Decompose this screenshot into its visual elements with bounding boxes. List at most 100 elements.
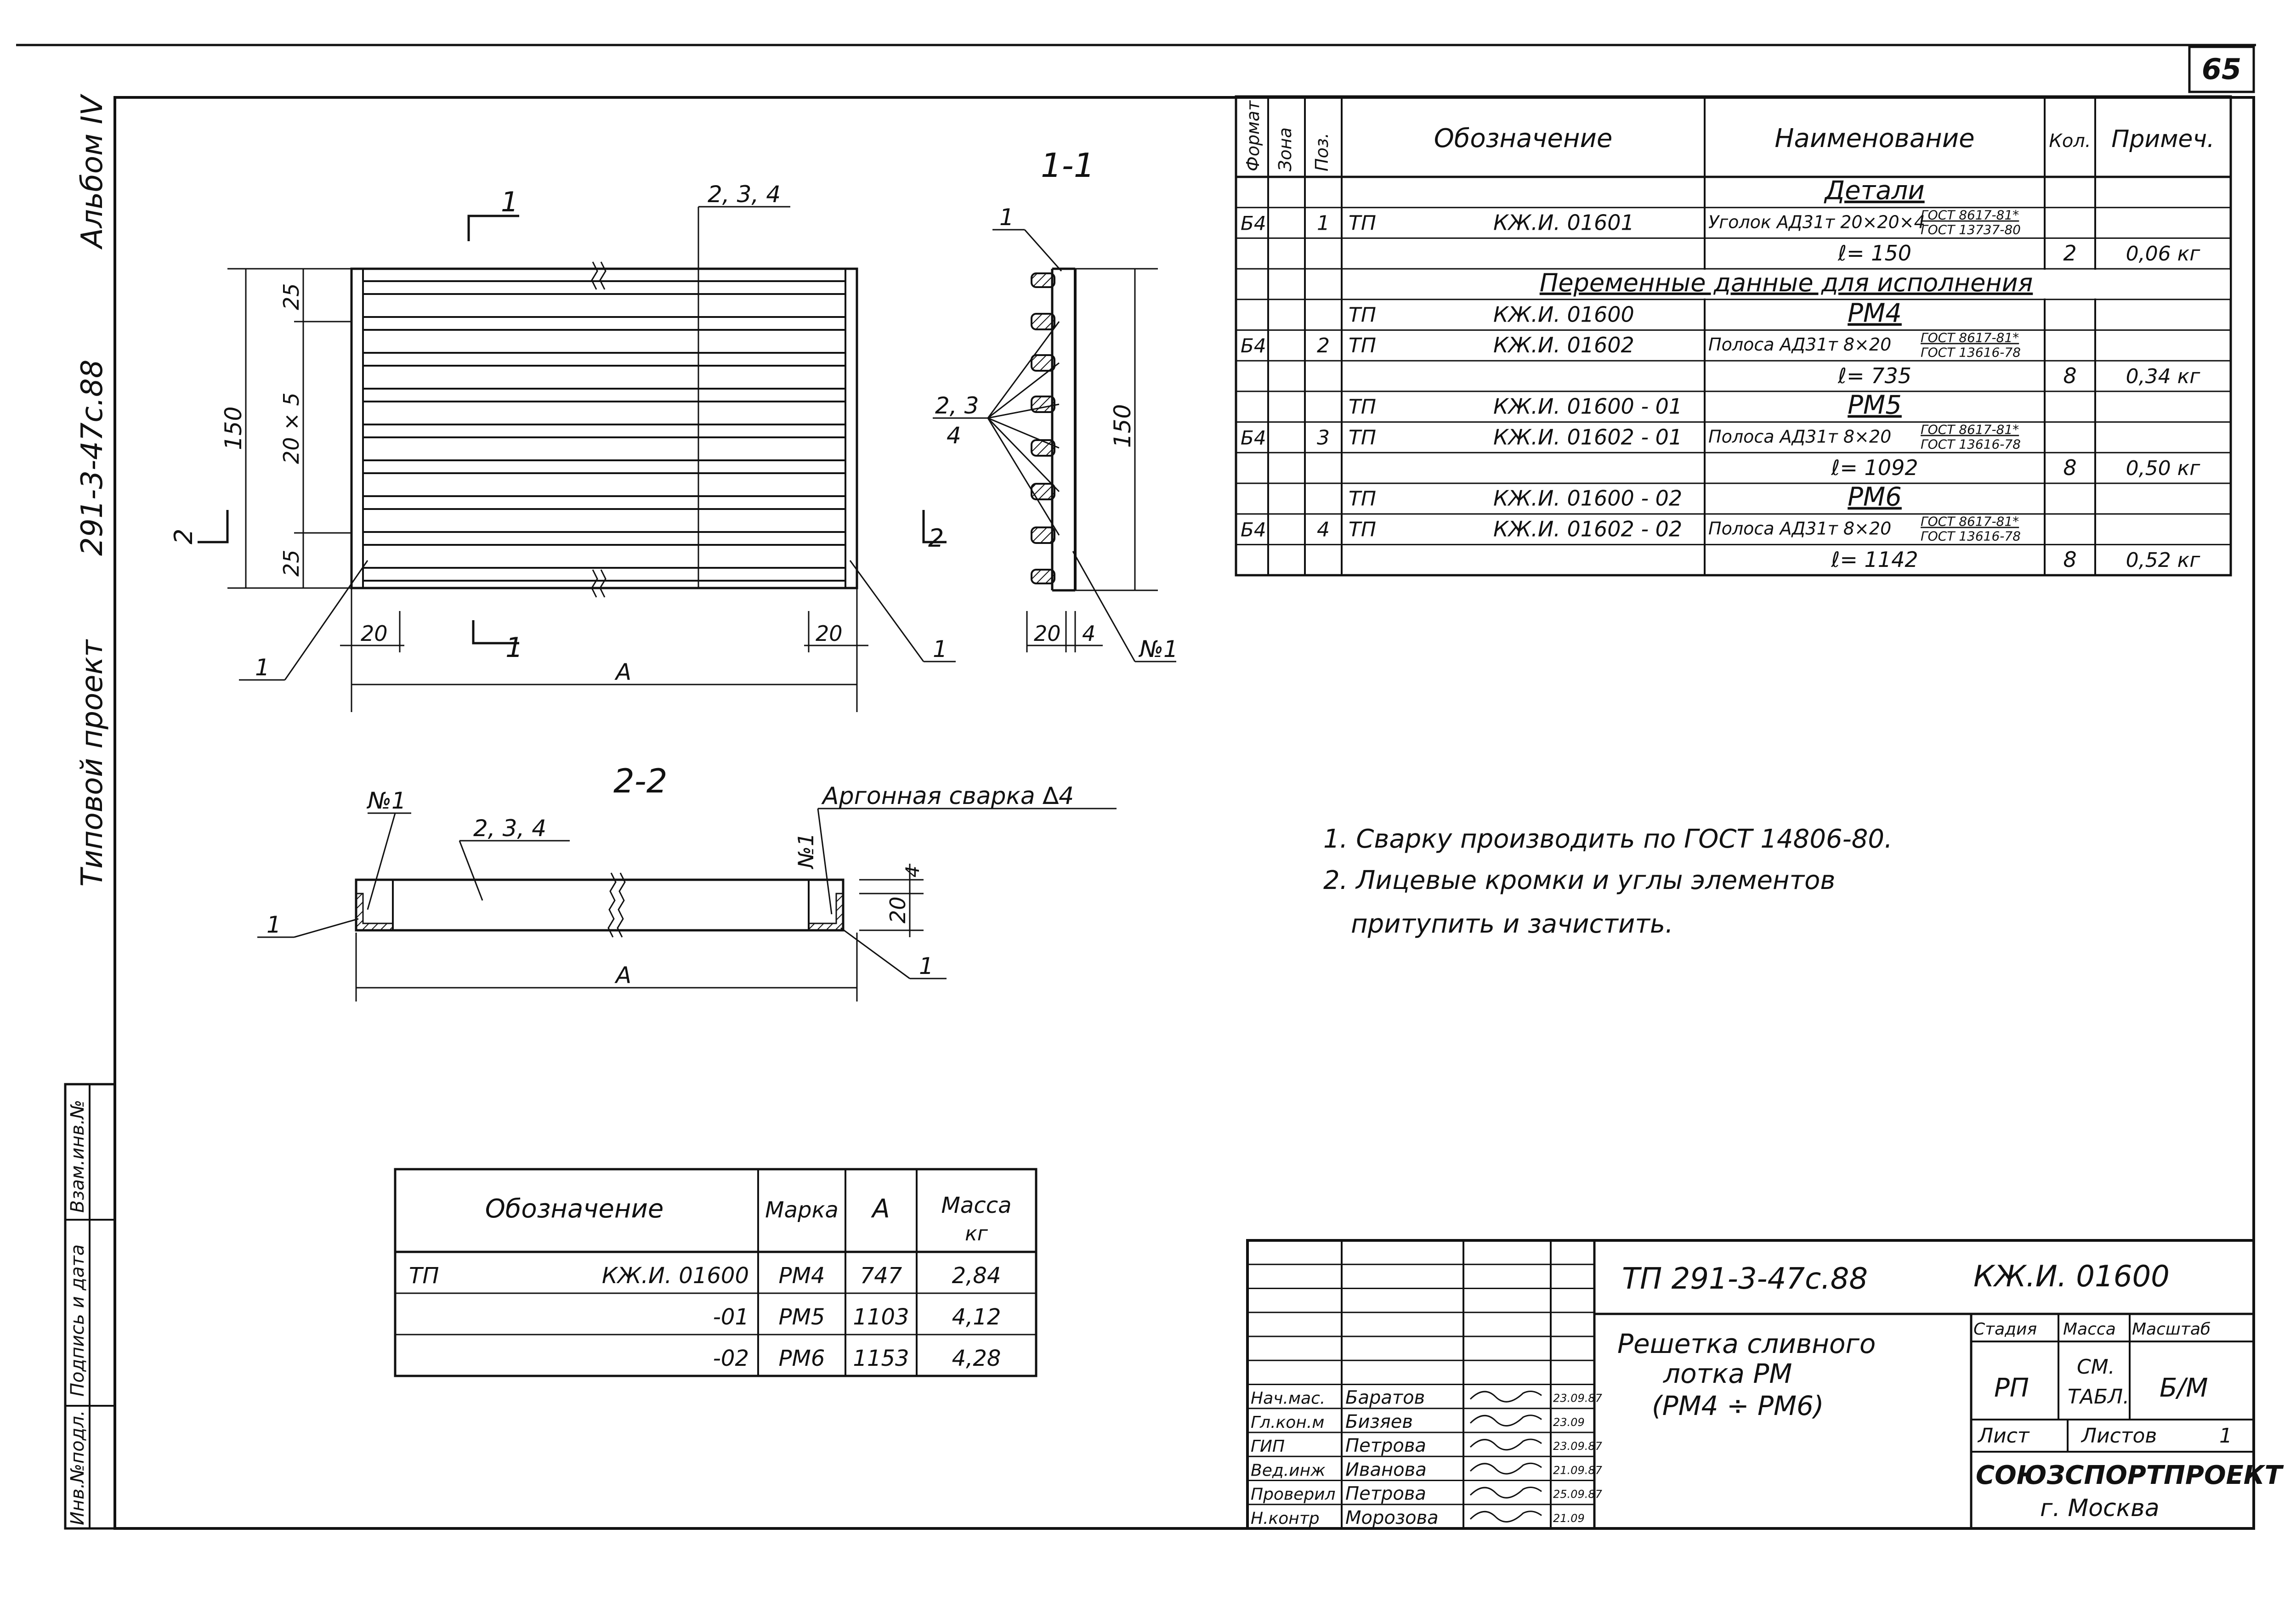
mark-h-unit: кг bbox=[965, 1222, 988, 1245]
tb-signer-date: 23.09.87 bbox=[1553, 1440, 1603, 1453]
spec-cell-gost-1: ГОСТ 8617-81* bbox=[1921, 330, 2019, 345]
spec-cell-code: КЖ.И. 01600 bbox=[1493, 302, 1634, 327]
tb-signature bbox=[1469, 1511, 1542, 1523]
section-bar bbox=[1031, 313, 1055, 330]
tb-col-mass: Масса bbox=[2063, 1320, 2116, 1339]
section-1-1-weld: №1 bbox=[1138, 636, 1178, 662]
note-1: 1. Сварку производить по ГОСТ 14806-80. bbox=[1323, 824, 1893, 854]
tb-col-scale: Масштаб bbox=[2132, 1320, 2211, 1339]
tb-title-3: (РМ4 ÷ РМ6) bbox=[1652, 1390, 1824, 1421]
tb-signer-name: Петрова bbox=[1345, 1483, 1426, 1505]
tb-signer-role: Нач.мас. bbox=[1251, 1389, 1325, 1408]
mark-cell-a: 1103 bbox=[853, 1304, 909, 1330]
spec-cell-qty: 8 bbox=[2063, 455, 2076, 480]
spec-wide-cell bbox=[1343, 270, 2230, 299]
spec-cell-pos: 4 bbox=[1317, 518, 1330, 541]
mark-h-mark: Марка bbox=[765, 1197, 839, 1223]
mark-cell-code: КЖ.И. 01600 bbox=[602, 1263, 749, 1289]
tb-signer-date: 25.09.87 bbox=[1553, 1488, 1603, 1501]
note-3: притупить и зачистить. bbox=[1351, 909, 1673, 939]
mark-cell-mass: 2,84 bbox=[952, 1263, 1001, 1289]
tb-signer-date: 21.09.87 bbox=[1553, 1464, 1603, 1477]
section-2-2-weld-note: Аргонная сварка ∆4 bbox=[821, 782, 1074, 810]
section-1-1-bars bbox=[1031, 272, 1055, 584]
plan-dim-middle: 20 × 5 bbox=[279, 392, 304, 464]
tb-signer-role: Проверил bbox=[1251, 1485, 1336, 1504]
tb-signer-date: 23.09.87 bbox=[1553, 1392, 1603, 1405]
tb-project: ТП 291-3-47с.88 bbox=[1622, 1262, 1868, 1296]
stamp-replace-inv: Взам.инв.№ bbox=[67, 1100, 88, 1213]
spec-cell-note: 0,06 кг bbox=[2126, 242, 2201, 266]
spec-cell-gost-1: ГОСТ 8617-81* bbox=[1921, 422, 2019, 437]
tb-col-stage: Стадия bbox=[1973, 1320, 2037, 1339]
tb-sheet-label: Лист bbox=[1977, 1424, 2030, 1448]
plan-bar bbox=[362, 388, 846, 402]
spec-cell-doc: ТП bbox=[1349, 211, 1376, 235]
spec-cell-material: Полоса АД31т 8×20 bbox=[1708, 426, 1891, 447]
plan-bars bbox=[362, 280, 846, 582]
tb-doc-code: КЖ.И. 01600 bbox=[1973, 1260, 2170, 1294]
spec-cell-length: ℓ= 1092 bbox=[1831, 455, 1918, 480]
section-bar bbox=[1031, 439, 1055, 457]
spec-cell-note: 0,50 кг bbox=[2126, 457, 2201, 480]
weld-note-text: Аргонная сварка bbox=[821, 782, 1035, 810]
mark-h-a: A bbox=[871, 1194, 890, 1224]
plan-bar bbox=[362, 316, 846, 331]
spec-cell-code: КЖ.И. 01600 - 01 bbox=[1493, 394, 1682, 419]
section-bar bbox=[1031, 526, 1055, 544]
page-number: 65 bbox=[2202, 52, 2241, 86]
plan-bar bbox=[362, 459, 846, 474]
tb-signer-role: ГИП bbox=[1251, 1437, 1285, 1456]
spec-cell-doc: ТП bbox=[1349, 304, 1376, 327]
spec-cell-gost-2: ГОСТ 13616-78 bbox=[1921, 529, 2021, 544]
spec-cell-section: Детали bbox=[1823, 176, 1924, 206]
section-bar bbox=[1031, 354, 1055, 372]
mark-cell-mark: РМ6 bbox=[779, 1346, 825, 1371]
section-1-1 bbox=[933, 229, 1176, 662]
tb-signature bbox=[1469, 1462, 1542, 1475]
spec-cell-note: 0,52 кг bbox=[2126, 549, 2201, 572]
section-1-1-title: 1-1 bbox=[1041, 146, 1095, 185]
spec-cell-pos: 2 bbox=[1317, 334, 1330, 357]
weld-size: 4 bbox=[1059, 782, 1074, 810]
spec-h-designation: Обозначение bbox=[1434, 124, 1613, 153]
spec-cell-doc: ТП bbox=[1349, 426, 1376, 449]
mark-cell-mark: РМ4 bbox=[779, 1263, 825, 1289]
tb-org: СОЮЗСПОРТПРОЕКТ bbox=[1976, 1460, 2284, 1490]
spec-cell-gost-2: ГОСТ 13737-80 bbox=[1921, 222, 2021, 238]
tb-signature bbox=[1469, 1391, 1542, 1403]
mark-cell-mark: РМ5 bbox=[779, 1304, 825, 1330]
tb-stage: РП bbox=[1994, 1373, 2029, 1403]
section-1-1-pos-top: 1 bbox=[999, 204, 1014, 231]
tb-title-1: Решетка сливного bbox=[1617, 1328, 1876, 1359]
stamp-inv-num: Инв.№подл. bbox=[67, 1410, 88, 1525]
page-number-box bbox=[2188, 45, 2255, 93]
mark-cell-doc: ТП bbox=[409, 1263, 439, 1289]
section-2-2 bbox=[257, 808, 1117, 1002]
spec-cell-section: РМ5 bbox=[1848, 390, 1902, 420]
tb-signature bbox=[1469, 1487, 1542, 1499]
tb-sheets-count: 1 bbox=[2219, 1424, 2232, 1448]
spec-h-zone: Зона bbox=[1275, 127, 1295, 171]
spec-cell-code: КЖ.И. 01600 - 02 bbox=[1493, 486, 1682, 511]
spec-cell-length: ℓ= 1142 bbox=[1831, 547, 1918, 572]
spec-cell-format: Б4 bbox=[1241, 426, 1266, 449]
plan-pos-right: 1 bbox=[933, 636, 947, 662]
plan-section2-left: 2 bbox=[169, 529, 198, 544]
section-1-1-dim-20: 20 bbox=[1034, 621, 1061, 646]
spec-cell-qty: 2 bbox=[2063, 241, 2076, 266]
spec-cell-format: Б4 bbox=[1241, 334, 1266, 357]
plan-view bbox=[198, 206, 956, 712]
mark-h-mass: Масса bbox=[941, 1193, 1011, 1218]
section-1-1-dim-4: 4 bbox=[1082, 621, 1095, 646]
spec-cell-doc: ТП bbox=[1349, 396, 1376, 419]
tb-mass-2: ТАБЛ. bbox=[2068, 1385, 2129, 1409]
section-bar bbox=[1031, 483, 1055, 500]
spec-cell-code: КЖ.И. 01602 bbox=[1493, 333, 1634, 357]
section-bar bbox=[1031, 272, 1055, 288]
section-2-2-pos-left: 1 bbox=[266, 911, 281, 938]
spec-cell-doc: ТП bbox=[1349, 334, 1376, 357]
